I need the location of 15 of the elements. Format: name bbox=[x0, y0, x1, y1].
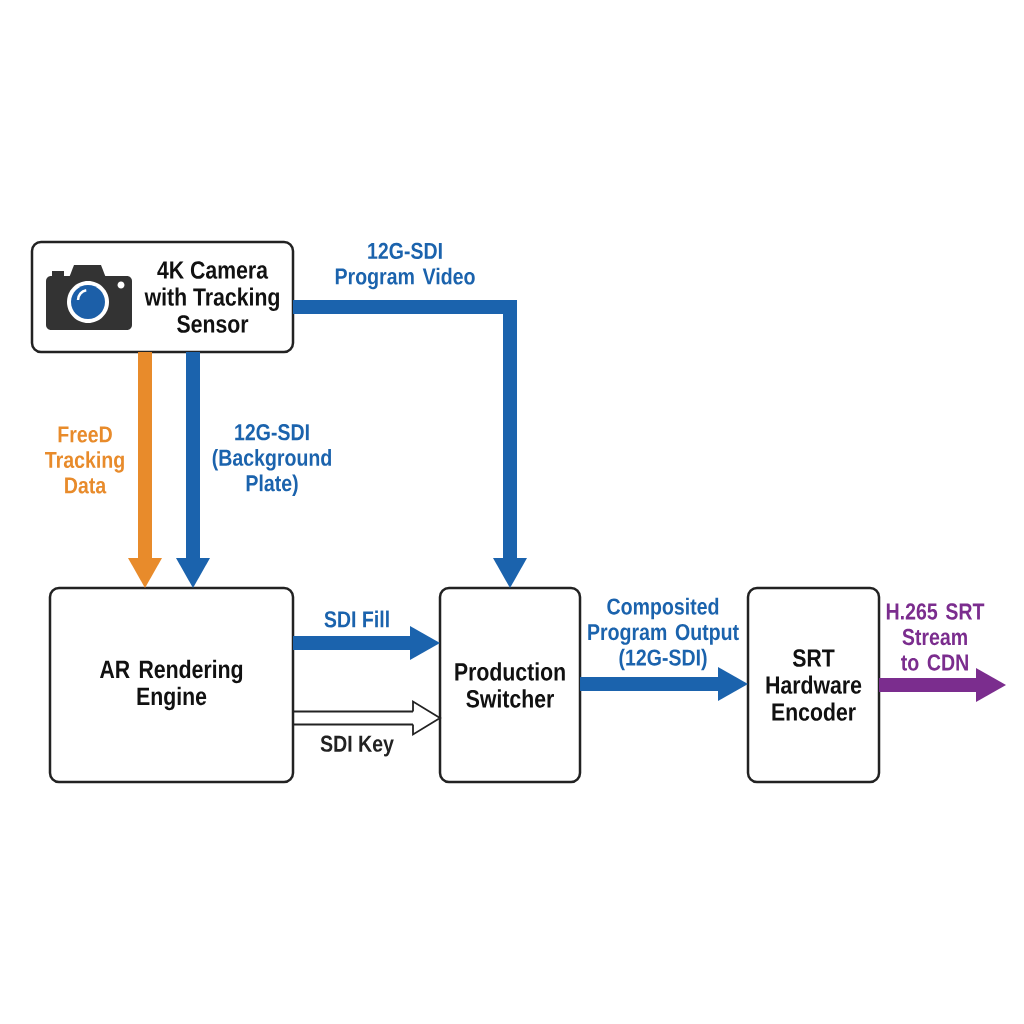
edge-label: 12G-SDI Program Video bbox=[335, 242, 475, 290]
process-box: AR Rendering Engine bbox=[48, 586, 295, 784]
arrow bbox=[293, 626, 440, 660]
edge-label: Composited Program Output (12G-SDI) bbox=[588, 597, 739, 671]
process-box: Production Switcher bbox=[438, 586, 582, 784]
arrow bbox=[580, 667, 748, 701]
arrow bbox=[292, 699, 442, 737]
edge-label: SDI Fill bbox=[324, 610, 389, 628]
arrow bbox=[176, 352, 210, 588]
edge-label: SDI Key bbox=[320, 735, 394, 757]
edge-label: 12G-SDI (Background Plate) bbox=[212, 424, 331, 496]
arrow bbox=[879, 668, 1006, 702]
edge-label: H.265 SRT Stream to CDN bbox=[886, 603, 985, 671]
arrow bbox=[293, 300, 527, 588]
process-box: SRT Hardware Encoder bbox=[746, 586, 881, 784]
